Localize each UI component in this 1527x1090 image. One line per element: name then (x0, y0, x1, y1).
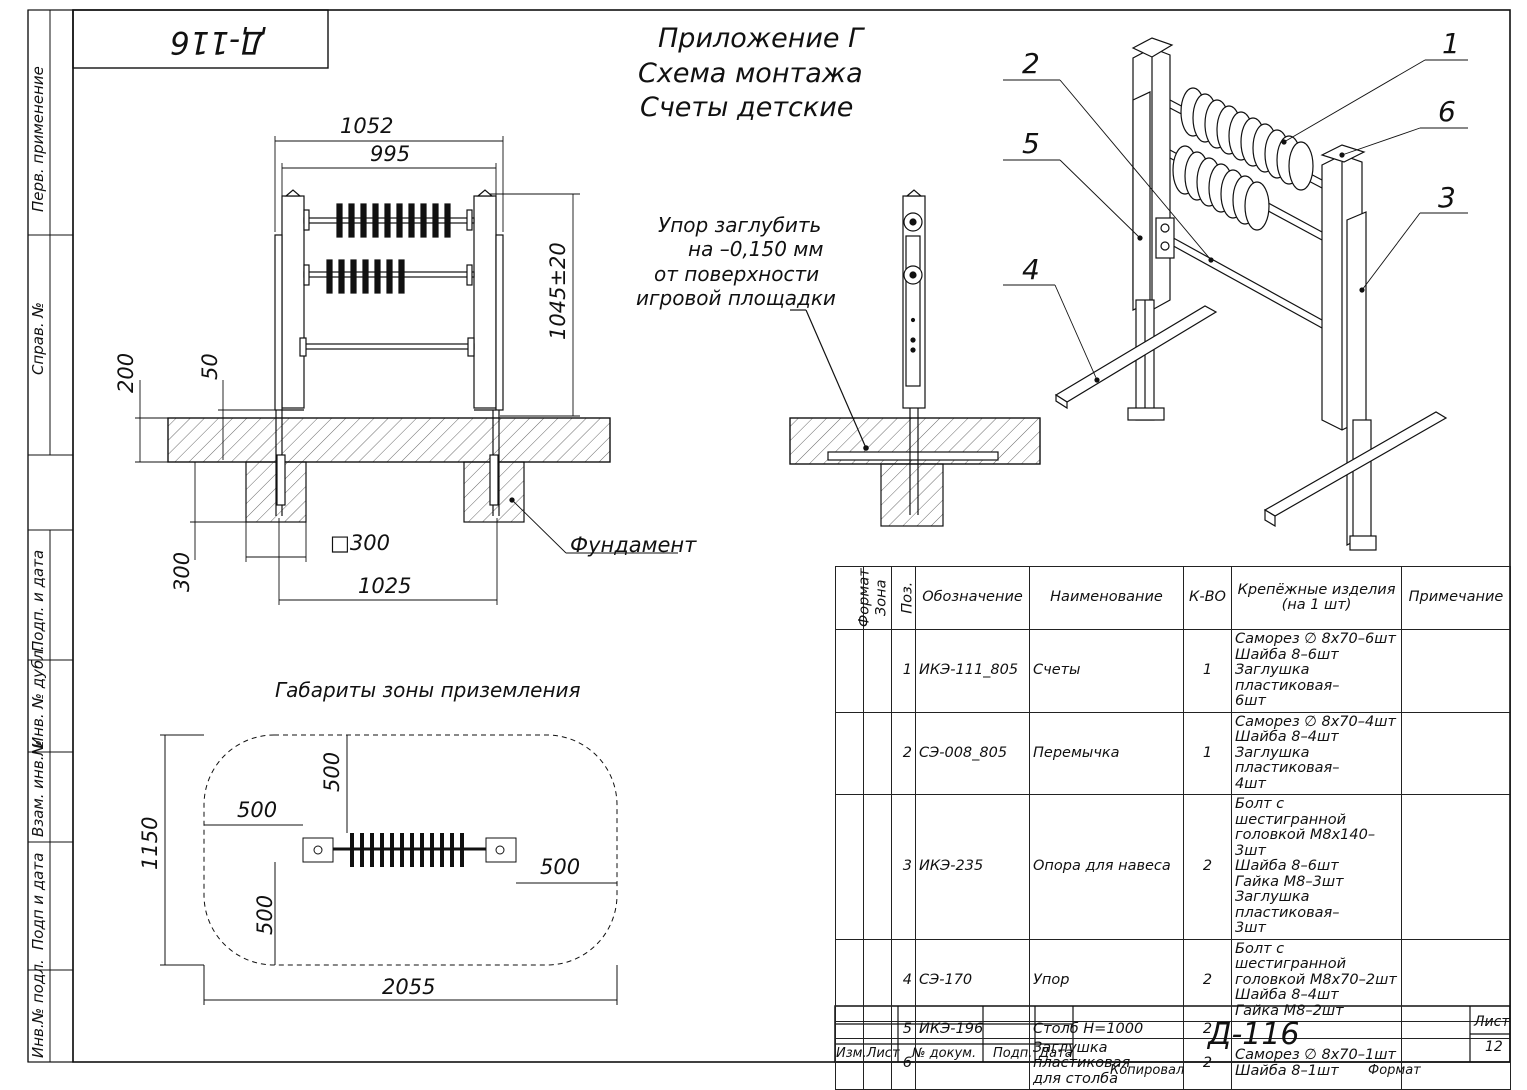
zone-dim-500-left: 500 (237, 798, 278, 822)
title-block-format: Формат (1368, 1063, 1421, 1078)
title-block-kopiroval: Копировал (1110, 1063, 1185, 1078)
side-view (789, 189, 1041, 527)
row-pos: 2 (891, 711, 916, 795)
sheet-frame (27, 9, 1511, 1063)
col-fasteners: Крепёжные изделия (на 1 шт) (1231, 566, 1402, 630)
zone-dim-500-top: 500 (320, 751, 344, 792)
note-line4: игровой площадки (636, 286, 836, 310)
front-view (167, 189, 611, 523)
dim-square-300: □300 (330, 531, 390, 555)
callout-2: 2 (1022, 47, 1040, 80)
col-format: Формат (835, 566, 873, 630)
callout-1: 1 (1442, 27, 1460, 60)
dim-height: 1045±20 (546, 242, 570, 340)
row-name: Перемычка (1029, 711, 1184, 795)
row-designation: СЭ-008_805 (915, 711, 1030, 795)
table-row: 1 ИКЭ-111_805 Счеты 1 Саморез ∅ 8х70–6шт… (835, 629, 1511, 713)
iso-leaders (1003, 59, 1468, 381)
row-name: Опора для навеса (1029, 794, 1184, 940)
note-line2: на –0,150 мм (688, 237, 824, 261)
title-block-data: Дата (1039, 1046, 1073, 1061)
row-fasteners: Саморез ∅ 8х70–6шт Шайба 8–6шт Заглушка … (1231, 629, 1402, 713)
side-label-inv-dubl: Инв. № дубл. (29, 645, 47, 748)
row-fasteners: Болт с шестигранной головкой М8х140–3шт … (1231, 794, 1402, 940)
callout-5: 5 (1022, 127, 1040, 160)
row-pos: 3 (891, 794, 916, 940)
table-row: 4 СЭ-170 Упор 2 Болт с шестигранной голо… (835, 938, 1511, 1022)
title-block-podp: Подп. (993, 1046, 1033, 1061)
dim-50: 50 (198, 353, 222, 380)
row-name: Упор (1029, 938, 1184, 1022)
side-label-vzam: Взам. инв.№ (29, 739, 47, 837)
row-name: Столб H=1000 (1029, 1021, 1184, 1039)
iso-beads-lower (1172, 145, 1270, 231)
front-dimensions (135, 136, 678, 605)
title-block-code: Д-116 (1208, 1017, 1300, 1052)
title-line2: Схема монтажа (638, 58, 863, 89)
col-zone: Зона (863, 566, 892, 630)
isometric-view (1054, 37, 1448, 551)
row-pos: 5 (891, 1021, 916, 1039)
row-qty: 1 (1183, 711, 1232, 795)
row-designation: ИКЭ-111_805 (915, 629, 1030, 713)
note-line3: от поверхности (654, 262, 820, 286)
row-qty: 1 (1183, 629, 1232, 713)
dim-300: 300 (170, 551, 194, 592)
landing-zone (160, 734, 618, 1005)
note-line1: Упор заглубить (658, 213, 822, 237)
stamp-code-mirrored: Д-116 (170, 24, 265, 60)
col-designation: Обозначение (915, 566, 1030, 630)
iso-beads-upper (1180, 87, 1314, 191)
row-pos: 4 (891, 938, 916, 1022)
zone-dim-1150: 1150 (138, 816, 162, 870)
table-row: 5 ИКЭ-196 Столб H=1000 2 (835, 1021, 1511, 1039)
col-qty: К-ВО (1183, 566, 1232, 630)
callout-6: 6 (1438, 95, 1456, 128)
front-beads-upper (336, 203, 451, 238)
title-block-list-number: 12 (1485, 1039, 1503, 1055)
row-pos: 1 (891, 629, 916, 713)
table-row: 3 ИКЭ-235 Опора для навеса 2 Болт с шест… (835, 794, 1511, 940)
dim-1052: 1052 (340, 114, 394, 138)
side-label-sprav: Справ. № (29, 302, 47, 375)
side-label-podp-data-1: Подп. и дата (29, 549, 47, 652)
zone-dim-2055: 2055 (382, 975, 436, 999)
zone-dim-500-right: 500 (540, 855, 581, 879)
row-name: Счеты (1029, 629, 1184, 713)
row-designation: СЭ-170 (915, 938, 1030, 1022)
col-name: Наименование (1029, 566, 1184, 630)
zone-beads (350, 833, 464, 867)
row-fasteners: Саморез ∅ 8х70–4шт Шайба 8–4шт Заглушка … (1231, 711, 1402, 795)
row-qty: 2 (1183, 794, 1232, 940)
callout-3: 3 (1438, 181, 1456, 214)
title-block-n-dokum: № докум. (912, 1046, 977, 1061)
front-beads-lower (326, 259, 405, 294)
col-pos: Поз. (891, 566, 916, 630)
title-line1: Приложение Г (658, 23, 864, 54)
col-note: Примечание (1401, 566, 1511, 630)
dim-200: 200 (114, 352, 138, 393)
zone-dim-500-bottom: 500 (253, 894, 277, 935)
callout-4: 4 (1022, 253, 1040, 286)
table-row: 2 СЭ-008_805 Перемычка 1 Саморез ∅ 8х70–… (835, 711, 1511, 795)
label-foundation: Фундамент (570, 533, 697, 557)
zone-title: Габариты зоны приземления (275, 678, 581, 702)
row-designation: ИКЭ-196 (915, 1021, 1030, 1039)
dim-995: 995 (370, 142, 411, 166)
dim-1025: 1025 (358, 574, 412, 598)
specification-table: Формат Зона Поз. Обозначение Наименовани… (835, 566, 1511, 1090)
row-fasteners: Болт с шестигранной головкой М8х70–2шт Ш… (1231, 938, 1402, 1022)
title-block-izm-list: Изм.Лист (836, 1046, 900, 1061)
title-block-list-label: Лист (1474, 1014, 1510, 1030)
title-line3: Счеты детские (640, 92, 854, 123)
row-designation: ИКЭ-235 (915, 794, 1030, 940)
side-label-inv-podl: Инв.№ подл. (29, 959, 47, 1058)
side-label-podp-data-2: Подп и дата (29, 852, 47, 950)
row-qty: 2 (1183, 938, 1232, 1022)
side-label-perv: Перв. применение (29, 66, 47, 212)
